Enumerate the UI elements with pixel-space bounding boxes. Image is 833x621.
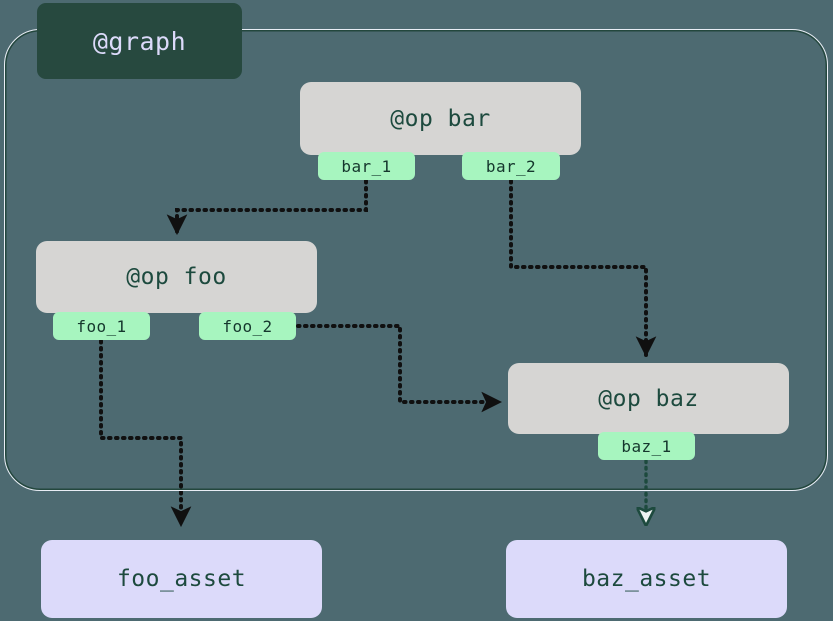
graph-container: [4, 29, 828, 491]
port-baz-1[interactable]: baz_1: [598, 432, 695, 460]
op-node-baz[interactable]: @op baz: [508, 363, 789, 434]
port-foo-2[interactable]: foo_2: [199, 312, 296, 340]
asset-node-foo-asset[interactable]: foo_asset: [41, 540, 322, 618]
edge-foo2-baz: [296, 324, 503, 413]
op-node-foo[interactable]: @op foo: [36, 241, 317, 313]
port-bar-2[interactable]: bar_2: [462, 152, 560, 180]
asset-node-baz-asset[interactable]: baz_asset: [506, 540, 787, 618]
op-node-bar[interactable]: @op bar: [300, 82, 581, 155]
graph-label: @graph: [37, 3, 242, 79]
port-bar-1[interactable]: bar_1: [318, 152, 415, 180]
edge-foo1-asset: [99, 339, 192, 528]
port-foo-1[interactable]: foo_1: [53, 312, 150, 340]
edge-bar2-baz: [509, 179, 657, 358]
edge-bar1-foo: [166, 179, 368, 236]
